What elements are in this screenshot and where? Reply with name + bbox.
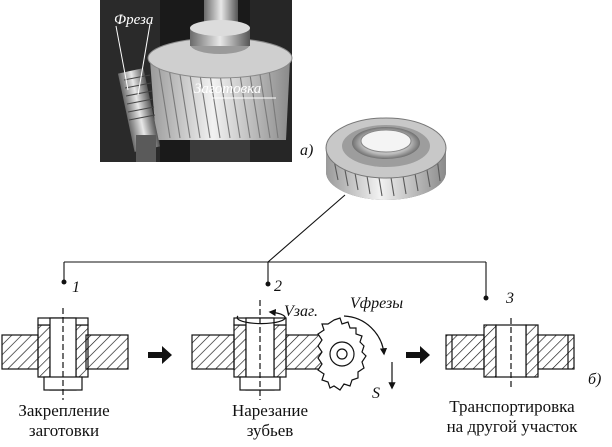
finished-gear-image <box>325 117 447 200</box>
step-3-dot <box>483 295 489 301</box>
step-1-clamping-diagram <box>1 308 129 400</box>
step-2-caption-line-1: Нарезание <box>232 401 308 420</box>
part-b-label: б) <box>588 371 601 388</box>
step-3-number: 3 <box>505 290 514 307</box>
blank-rotation-arrow <box>236 308 286 325</box>
connector-lines <box>63 194 487 298</box>
v-blank-label: Vзаг. <box>284 303 318 320</box>
step-2-number: 2 <box>274 278 282 295</box>
feed-label: S <box>372 385 380 402</box>
hob-cutter-diagram <box>317 317 367 391</box>
blank-label: Заготовка <box>194 81 261 97</box>
step-2-dot <box>265 281 271 287</box>
v-cutter-label: Vфрезы <box>350 295 403 312</box>
step-3-caption-line-2: на другой участок <box>447 417 579 436</box>
step-1-caption-line-2: заготовки <box>29 421 99 440</box>
step-3-caption-line-1: Транспортировка <box>449 397 575 416</box>
cutter-label: Фреза <box>114 12 153 28</box>
part-a-label: а) <box>300 142 313 159</box>
step-1-caption-line-1: Закрепление <box>18 401 109 420</box>
step-2-cutting-diagram <box>191 300 325 400</box>
step-1-to-2-arrow <box>148 346 172 364</box>
step-3-finished-part-diagram <box>445 318 575 388</box>
step-2-caption-line-2: зубьев <box>247 421 294 440</box>
step-1-dot <box>61 279 67 285</box>
cutter-rotation-arrow <box>343 315 388 356</box>
step-2-to-3-arrow <box>406 346 430 364</box>
step-1-number: 1 <box>72 279 80 296</box>
hobbing-machine-photo <box>100 0 293 162</box>
